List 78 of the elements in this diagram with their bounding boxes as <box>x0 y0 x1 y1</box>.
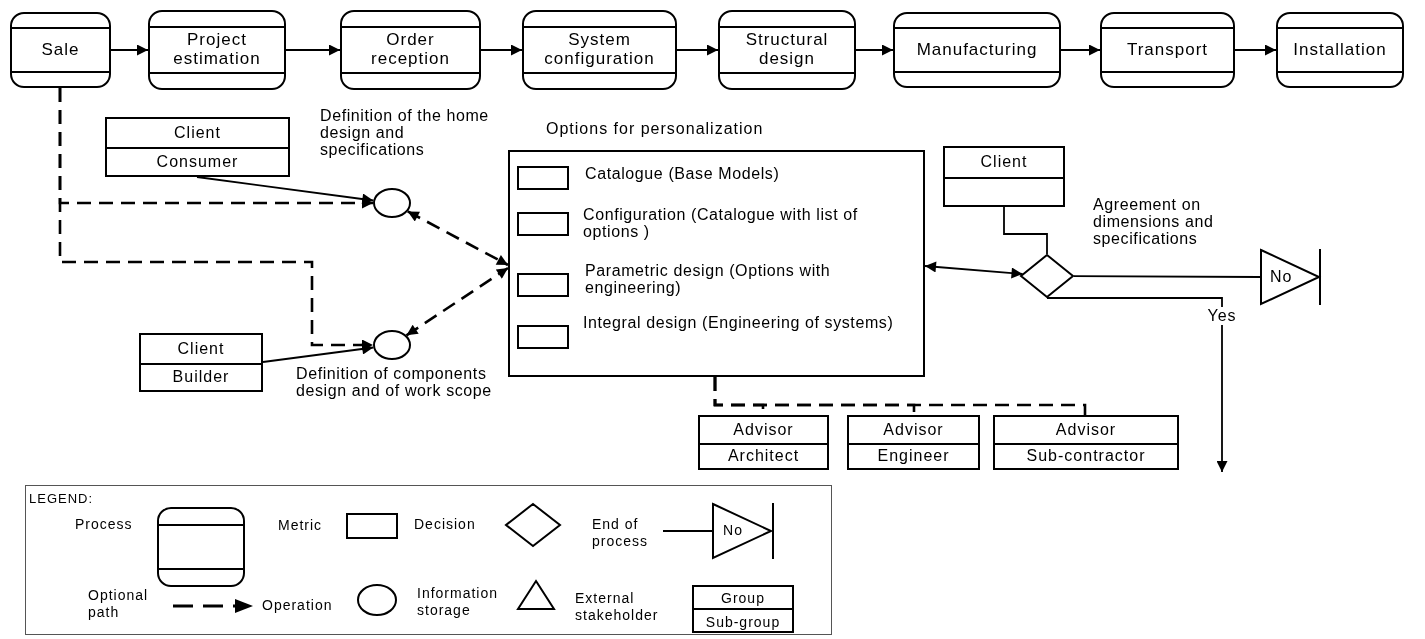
dashed-arrow <box>407 210 509 267</box>
group-label: Advisor <box>882 419 945 440</box>
group-label: Client <box>173 123 222 143</box>
connector-line <box>1072 275 1261 278</box>
stakeholder-box <box>943 146 1065 207</box>
stakeholder-box <box>847 415 980 470</box>
end-label: No <box>1270 268 1293 286</box>
node-caption: Definition of the home design and specifications <box>320 108 490 159</box>
legend-label: Information storage <box>417 585 500 619</box>
arrow <box>1234 44 1277 56</box>
operation-circle <box>373 188 411 218</box>
process-box <box>340 10 481 90</box>
process-label: Installation <box>1292 40 1388 60</box>
stakeholder-box <box>993 415 1179 470</box>
arrow <box>480 44 523 56</box>
arrow <box>676 44 719 56</box>
group-label: Client <box>979 152 1029 173</box>
process-label: Project estimation <box>172 31 262 69</box>
arrow <box>855 44 894 56</box>
arrow <box>110 44 149 56</box>
metric-box <box>517 212 569 236</box>
group-label: Advisor <box>1054 419 1118 440</box>
group-label: Client <box>176 338 226 359</box>
group-label: Advisor <box>732 419 795 440</box>
arrow <box>924 261 1024 279</box>
process-box <box>10 12 111 88</box>
dashed-arrow <box>405 266 509 337</box>
process-box <box>893 12 1061 88</box>
process-label: Structural design <box>744 31 830 69</box>
process-box <box>522 10 677 90</box>
legend-label: Decision <box>414 516 477 533</box>
arrow <box>1046 297 1228 473</box>
arrow <box>1060 44 1101 56</box>
legend-label: Process <box>75 516 134 533</box>
legend-label: Operation <box>262 597 334 614</box>
legend-label: Metric <box>278 517 324 534</box>
process-label: System configuration <box>543 31 656 69</box>
connector-line <box>1003 206 1048 255</box>
sub-group-label: Engineer <box>849 442 978 468</box>
process-label: Transport <box>1125 40 1210 60</box>
process-box <box>148 10 286 90</box>
stakeholder-box <box>139 333 263 392</box>
process-label: Order reception <box>370 31 451 69</box>
operation-circle <box>373 330 411 360</box>
node-caption: Parametric design (Options with engineering) <box>585 263 832 297</box>
arrow <box>285 44 341 56</box>
process-box <box>1100 12 1235 88</box>
process-label: Manufacturing <box>915 40 1039 60</box>
node-caption: Catalogue (Base Models) <box>585 166 781 183</box>
symbol-label: Sub-group <box>704 612 782 632</box>
sub-group-label: Builder <box>141 362 261 390</box>
panel-heading: Options for personalization <box>546 120 764 138</box>
process-label: Sale <box>40 40 81 60</box>
legend-label: External stakeholder <box>575 590 660 624</box>
metric-box <box>517 166 569 190</box>
process-box <box>1276 12 1404 88</box>
sub-group-label: Sub-contractor <box>995 442 1177 468</box>
sub-group-label: Consumer <box>107 147 288 175</box>
legend-label: End of process <box>592 516 650 550</box>
node-caption: Agreement on dimensions and specifications <box>1093 197 1215 248</box>
node-caption: Definition of components design and of work scope <box>296 366 493 400</box>
metric-box <box>517 273 569 297</box>
legend-heading: LEGEND: <box>29 489 95 507</box>
node-caption: Configuration (Catalogue with list of options ) <box>583 207 859 241</box>
arrow <box>262 343 375 363</box>
symbol-label: Group <box>720 588 766 608</box>
stakeholder-box <box>105 117 290 177</box>
metric-box <box>517 325 569 349</box>
sub-group-label: Architect <box>700 442 827 468</box>
arrow <box>196 176 375 205</box>
process-box <box>718 10 856 90</box>
dashed-connector <box>713 377 1087 415</box>
node-caption: Integral design (Engineering of systems) <box>583 315 895 332</box>
end-of-process-symbol <box>1260 249 1322 305</box>
stakeholder-box <box>698 415 829 470</box>
symbol-label: No <box>722 521 744 540</box>
decision-diamond <box>1020 254 1074 298</box>
legend-label: Optional path <box>88 587 150 621</box>
